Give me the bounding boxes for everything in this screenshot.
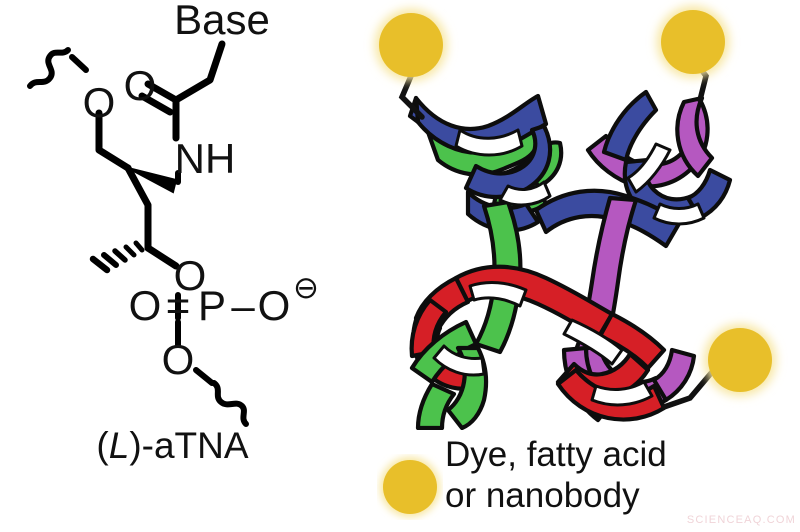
atom-label-anionic-oxygen: O bbox=[258, 282, 291, 329]
junction-blue-crossover bbox=[533, 188, 683, 249]
caption-stereo-descriptor: L bbox=[108, 425, 130, 466]
atom-label-base: Base bbox=[174, 0, 270, 43]
bond-to-ester-o bbox=[144, 244, 180, 270]
attachment-squiggle-bottom-icon bbox=[211, 380, 249, 427]
chemical-structure-drawing: Base O O NH O O = P – O ⊖ O bbox=[27, 0, 319, 427]
atom-label-single-bond: – bbox=[231, 282, 255, 329]
atom-label-phosphate-double-oxygen: O bbox=[129, 282, 162, 329]
bond-stereocenter-chain bbox=[124, 164, 152, 252]
bond-c-o-double-a bbox=[144, 80, 180, 104]
attachment-labels bbox=[375, 6, 776, 396]
atom-label-ether-oxygen: O bbox=[83, 79, 116, 126]
legend-label: Dye, fatty acid or nanobody bbox=[445, 435, 667, 516]
label-dot-top-right[interactable] bbox=[661, 10, 725, 74]
stereo-wedge-to-nh bbox=[127, 167, 178, 194]
chemical-structure-panel: Base O O NH O O = P – O ⊖ O (L)-aTNA bbox=[0, 0, 360, 530]
linker-bottom-right bbox=[661, 369, 715, 410]
atom-label-bridging-oxygen: O bbox=[162, 336, 195, 383]
bond-squiggle-to-ether-o bbox=[69, 54, 89, 73]
label-dot-bottom-right[interactable] bbox=[708, 328, 772, 392]
bond-ether-o-chain bbox=[95, 109, 132, 172]
stereo-hash-to-methyl bbox=[89, 240, 145, 274]
bond-carbonyl-to-base bbox=[172, 40, 226, 104]
dna-junction-panel bbox=[360, 0, 800, 430]
atom-label-ester-oxygen: O bbox=[174, 252, 207, 299]
bond-c-o-double-b bbox=[138, 92, 174, 116]
legend-swatch-container bbox=[375, 432, 445, 532]
groove-highlights bbox=[432, 128, 706, 407]
atom-label-phosphorus: P bbox=[198, 282, 226, 329]
atom-label-double-bond: = bbox=[166, 282, 191, 329]
linker-top-left bbox=[398, 73, 425, 120]
atom-label-carbonyl-oxygen: O bbox=[124, 62, 157, 109]
bond-bridging-o-to-squiggle bbox=[193, 367, 215, 386]
dna-junction-drawing bbox=[375, 6, 776, 430]
legend: Dye, fatty acid or nanobody bbox=[375, 432, 800, 530]
label-dot-top-left[interactable] bbox=[379, 13, 443, 77]
attachment-squiggle-top-icon bbox=[27, 47, 71, 89]
watermark: SCIENCEAQ.COM bbox=[686, 514, 796, 526]
chemical-structure-caption: (L)-aTNA bbox=[0, 425, 345, 467]
caption-paren-open: ( bbox=[96, 425, 109, 466]
atom-label-amide: NH bbox=[175, 135, 236, 182]
caption-name: )-aTNA bbox=[129, 425, 249, 466]
legend-swatch-icon bbox=[380, 457, 440, 517]
atom-label-negative-charge: ⊖ bbox=[293, 270, 319, 305]
